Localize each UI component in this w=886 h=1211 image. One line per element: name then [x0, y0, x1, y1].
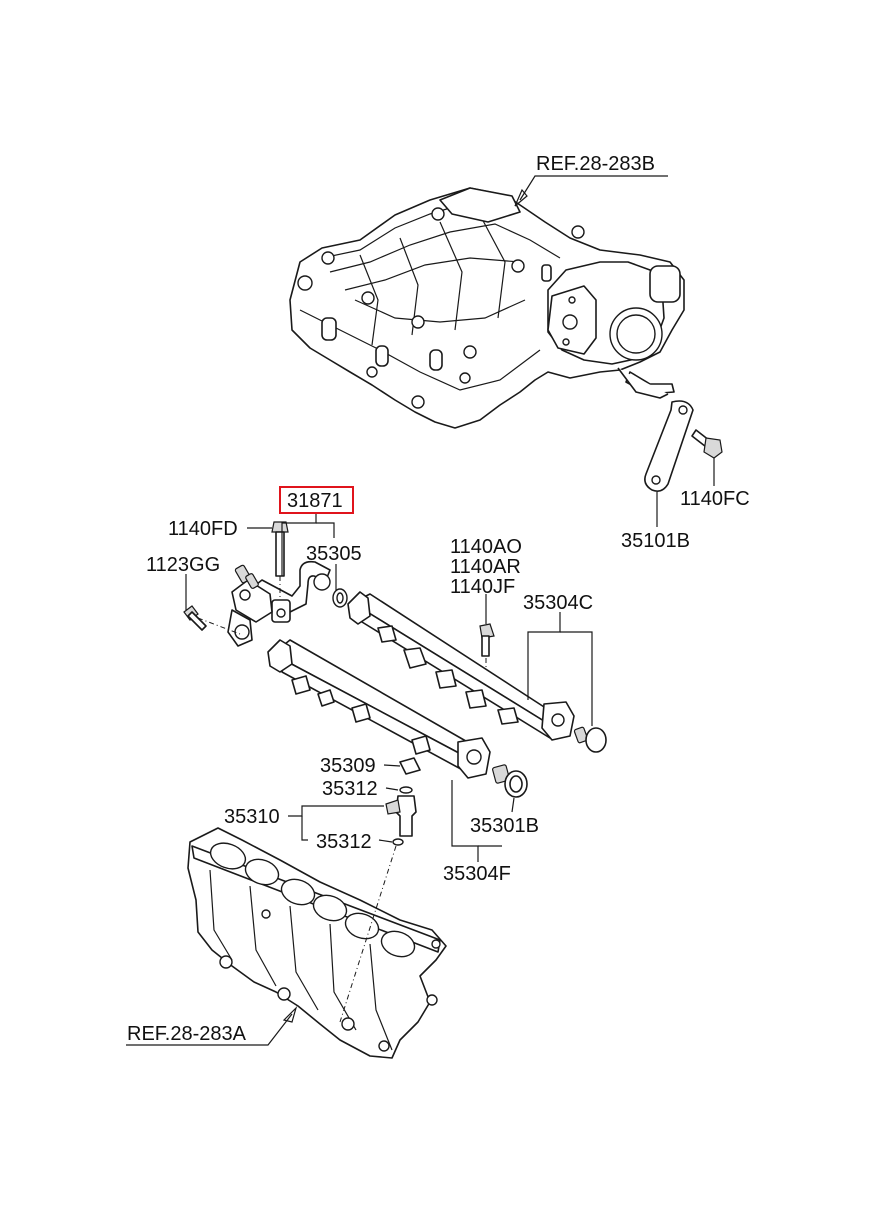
label-35304C[interactable]: 35304C	[523, 592, 593, 614]
fuel-rail-35304F	[267, 639, 491, 779]
label-ref-lower[interactable]: REF.28-283A	[127, 1023, 247, 1045]
alignment-lines	[197, 576, 487, 1023]
label-35312-upper[interactable]: 35312	[322, 778, 378, 800]
o-ring-35305	[332, 588, 348, 608]
bolt-1123GG	[183, 605, 207, 631]
injector-35310	[385, 786, 417, 846]
label-1140FD[interactable]: 1140FD	[168, 518, 238, 540]
pressure-damper-35304C	[573, 726, 607, 753]
label-1140AO[interactable]: 1140AO	[450, 536, 522, 558]
bolt-1140FC	[691, 429, 723, 459]
label-1140AR[interactable]: 1140AR	[450, 556, 521, 578]
label-35305[interactable]: 35305	[306, 543, 362, 565]
fuel-feed-pipe-31871	[251, 560, 331, 623]
throttle-body	[547, 261, 681, 399]
cap-35301B	[492, 764, 528, 798]
label-35310[interactable]: 35310	[224, 806, 280, 828]
label-35301B[interactable]: 35301B	[470, 815, 539, 837]
label-1140FC[interactable]: 1140FC	[680, 488, 750, 510]
label-35309[interactable]: 35309	[320, 755, 376, 777]
clip-35309	[399, 757, 421, 775]
label-ref-upper[interactable]: REF.28-283B	[536, 153, 655, 175]
label-35312-lower[interactable]: 35312	[316, 831, 372, 853]
fuel-rail-35304C	[347, 591, 575, 741]
label-35101B[interactable]: 35101B	[621, 530, 690, 552]
leader-lines	[126, 175, 715, 1046]
highlight-box-31871	[279, 486, 354, 514]
part-labels: REF.28-283B REF.28-283A 31871 1140FD 112…	[127, 153, 750, 1045]
label-1140JF[interactable]: 1140JF	[450, 576, 515, 598]
label-1123GG[interactable]: 1123GG	[146, 554, 220, 576]
label-31871[interactable]: 31871	[287, 490, 343, 512]
label-35304F[interactable]: 35304F	[443, 863, 511, 885]
bolt-1140AO	[479, 623, 495, 657]
lower-intake-manifold	[187, 827, 447, 1059]
upper-intake-manifold	[289, 187, 685, 429]
rail-bracket	[227, 564, 273, 647]
bolt-1140FD	[271, 521, 289, 577]
gasket-35101B	[644, 400, 694, 492]
